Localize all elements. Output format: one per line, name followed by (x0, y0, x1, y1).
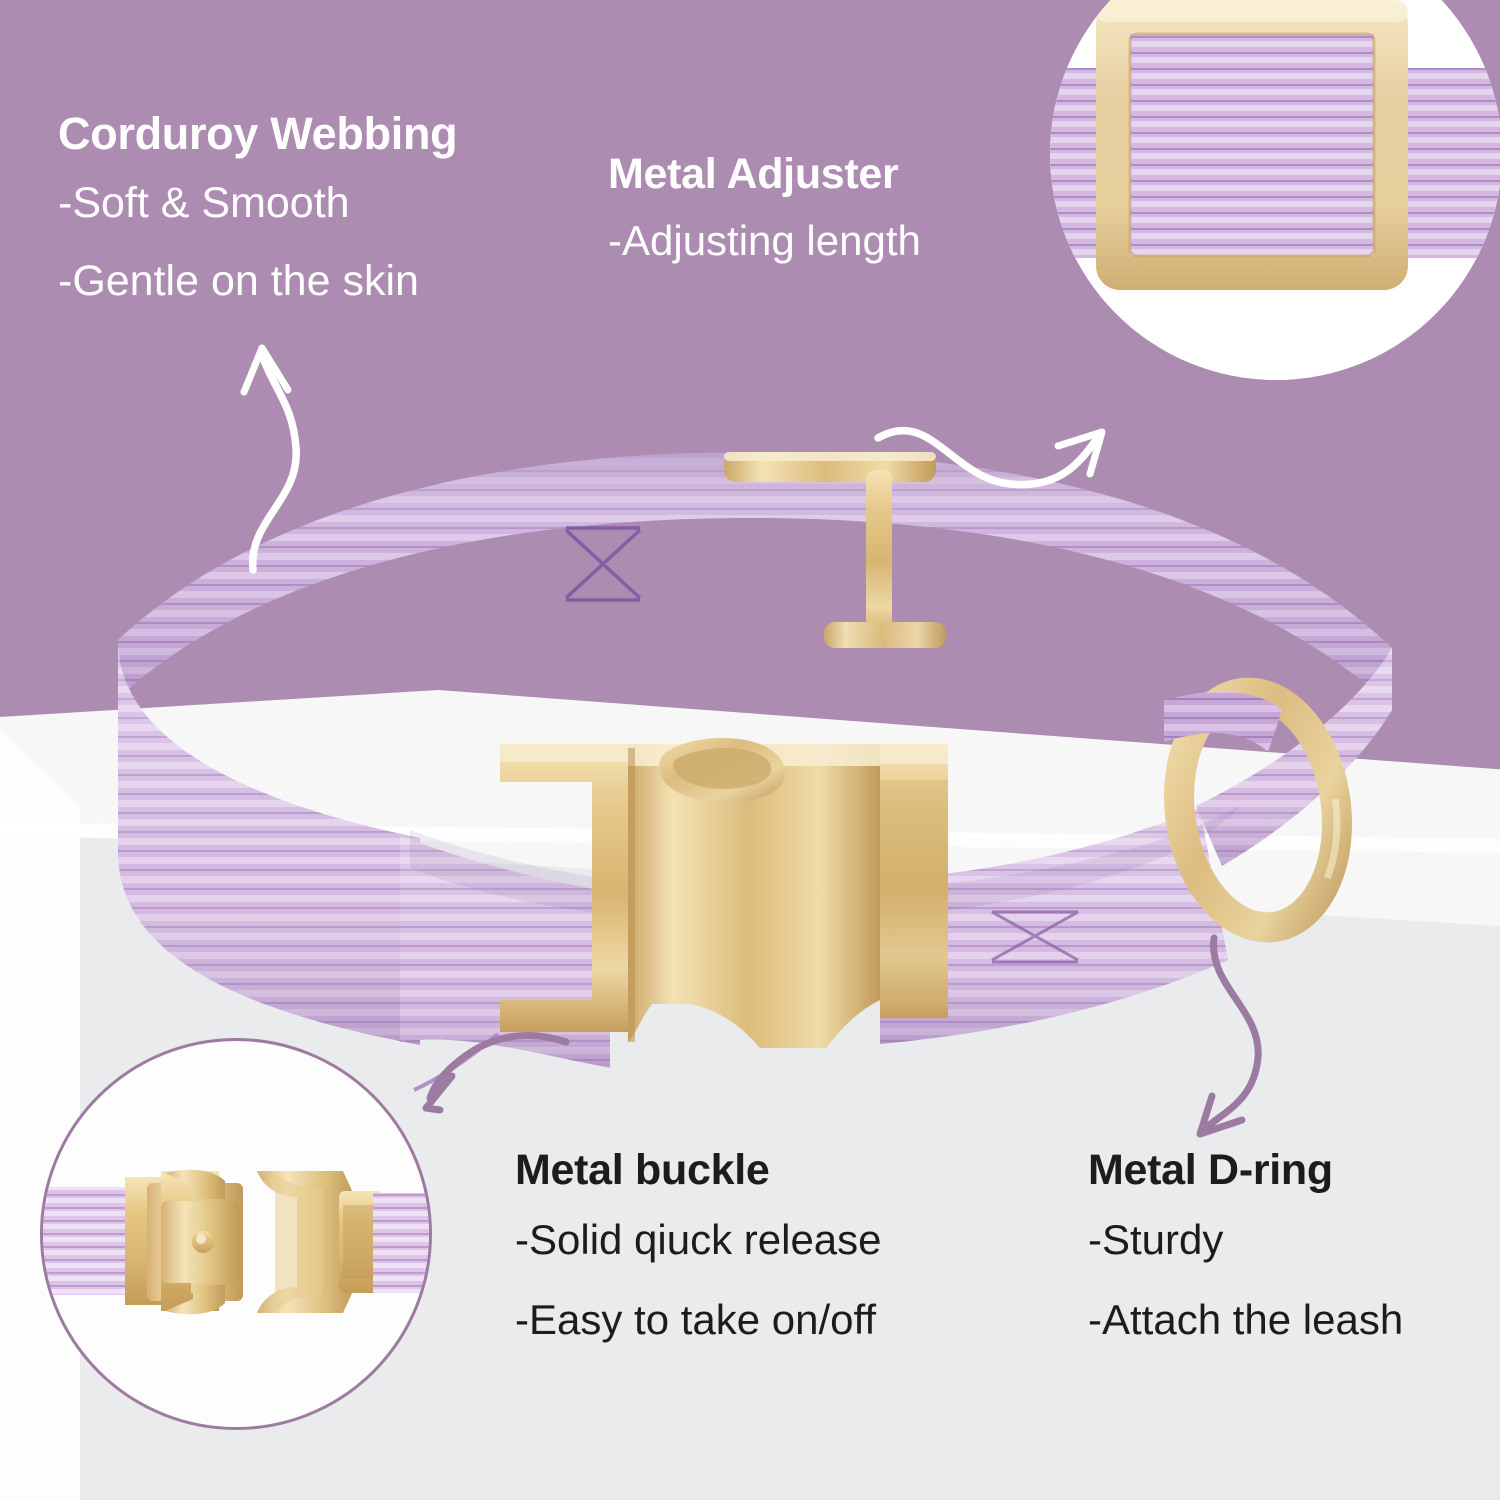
callout-title-adjuster: Metal Adjuster (608, 150, 899, 198)
callout-metal-buckle: Metal buckle -Solid qiuck release -Easy … (515, 1140, 882, 1360)
callout-line-buckle-2: -Easy to take on/off (515, 1296, 877, 1343)
callout-line-dring-1: -Sturdy (1088, 1216, 1224, 1263)
callout-metal-d-ring: Metal D-ring -Sturdy -Attach the leash (1088, 1140, 1403, 1360)
collar-bartack-back (564, 526, 642, 602)
callout-title-corduroy: Corduroy Webbing (58, 108, 458, 159)
callout-title-buckle: Metal buckle (515, 1146, 770, 1194)
callout-metal-adjuster: Metal Adjuster -Adjusting length (608, 145, 921, 279)
metal-adjuster-on-collar (724, 452, 946, 648)
buckle-female-half (125, 1169, 243, 1315)
callout-line-adjuster-1: -Adjusting length (608, 217, 921, 264)
callout-line-buckle-1: -Solid qiuck release (515, 1216, 882, 1263)
platform-left-face (0, 700, 80, 1500)
arrow-to-adjuster-inset (874, 427, 1106, 489)
buckle-male-half (257, 1171, 383, 1313)
collar-back-strap (118, 452, 1392, 706)
arrow-to-webbing (240, 344, 300, 574)
callout-line-corduroy-2: -Gentle on the skin (58, 257, 419, 305)
callout-line-dring-2: -Attach the leash (1088, 1296, 1404, 1343)
callout-corduroy-webbing: Corduroy Webbing -Soft & Smooth -Gentle … (58, 104, 458, 320)
callout-title-dring: Metal D-ring (1088, 1146, 1333, 1194)
collar-d-ring-loop (1164, 691, 1282, 752)
inset-adjuster-closeup (1050, 0, 1500, 380)
inset-buckle-closeup (40, 1038, 432, 1430)
callout-line-corduroy-1: -Soft & Smooth (58, 179, 350, 227)
